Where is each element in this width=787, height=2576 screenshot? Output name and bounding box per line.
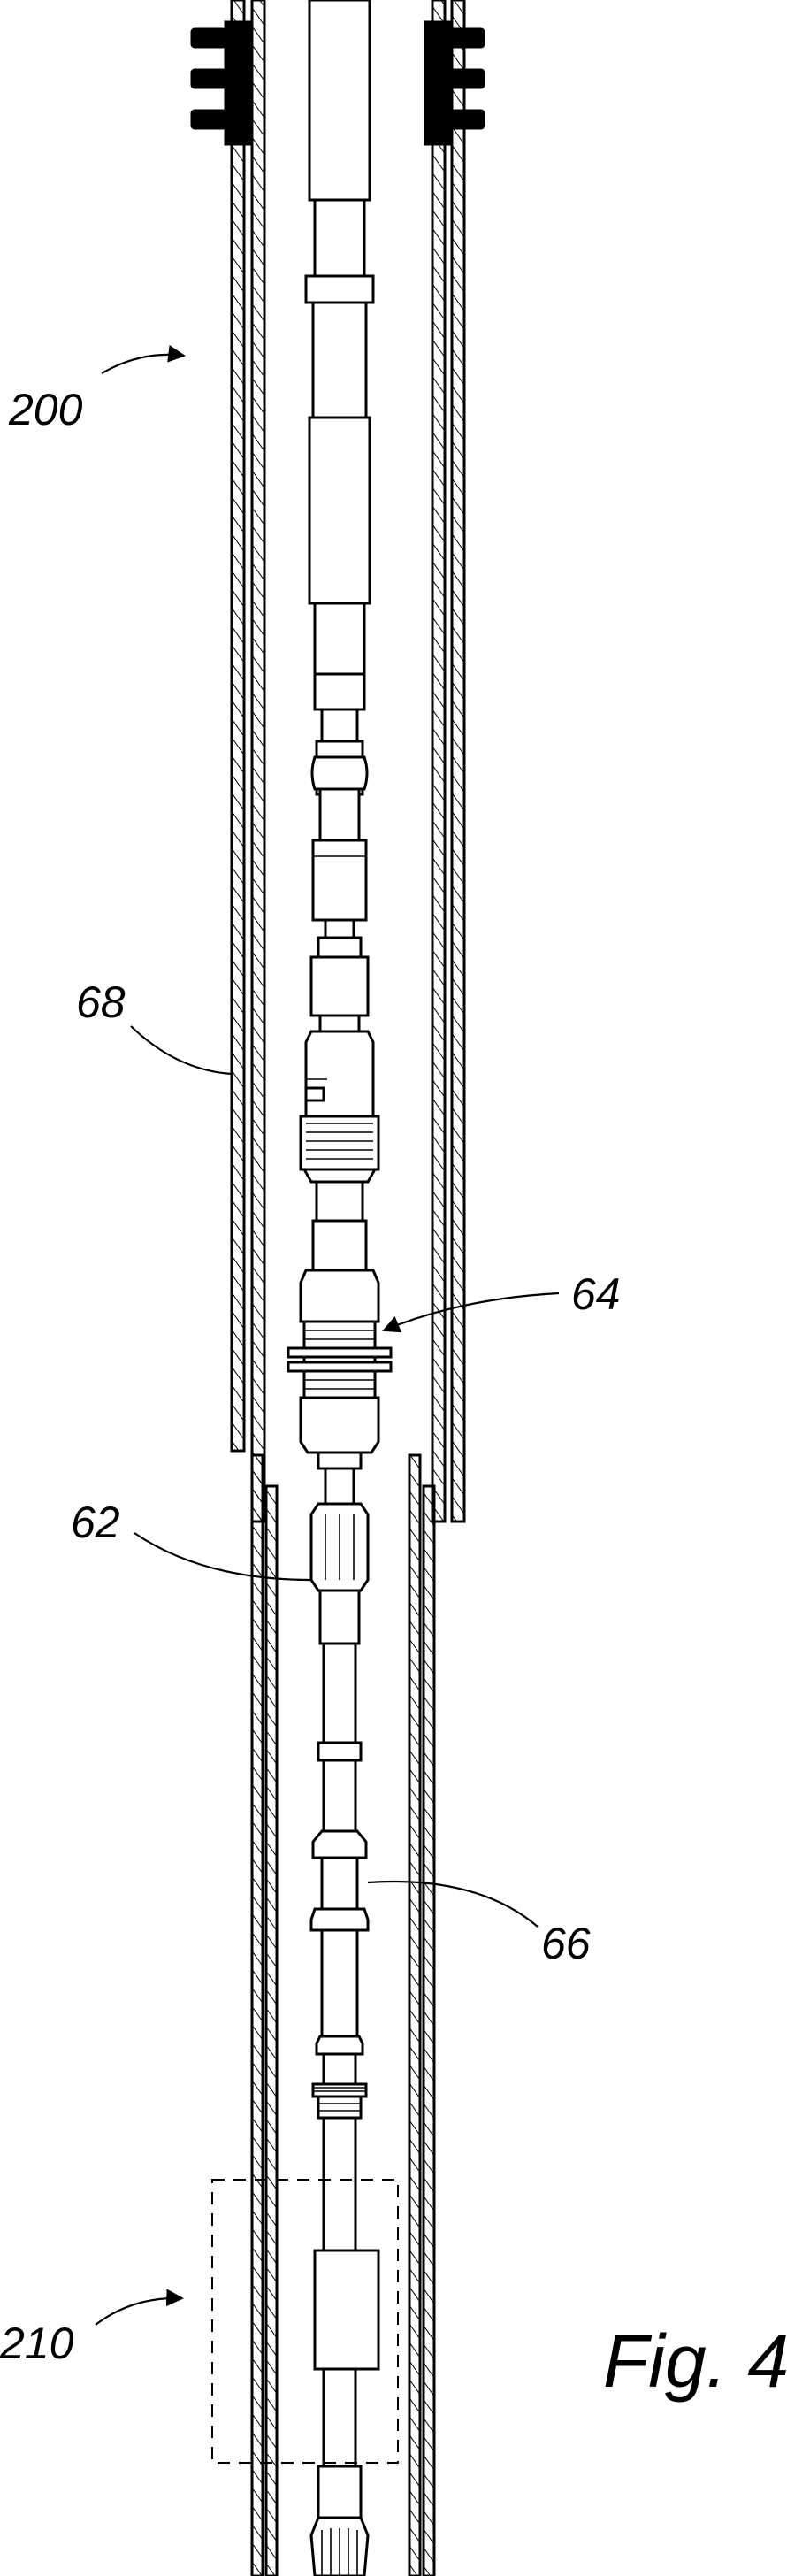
leader-62	[134, 1532, 312, 1582]
arrow-200	[101, 344, 186, 374]
label-210: 210	[0, 2319, 74, 2368]
leader-68	[130, 1025, 233, 1076]
label-68: 68	[76, 978, 126, 1027]
label-62: 62	[71, 1498, 120, 1547]
leader-lines	[95, 344, 560, 2326]
arrow-210	[95, 2288, 184, 2326]
label-66: 66	[541, 1919, 591, 1968]
leader-66	[367, 1880, 539, 1928]
wellhead-flange-right	[424, 20, 485, 146]
tool-string	[287, 0, 393, 2576]
region-210-box	[211, 2179, 399, 2464]
arrow-64	[382, 1292, 560, 1333]
label-200: 200	[8, 385, 83, 434]
liner	[250, 1453, 436, 2576]
label-64: 64	[571, 1269, 621, 1319]
figure-caption: Fig. 4	[603, 2319, 787, 2403]
wellhead-flange-left	[190, 20, 252, 146]
